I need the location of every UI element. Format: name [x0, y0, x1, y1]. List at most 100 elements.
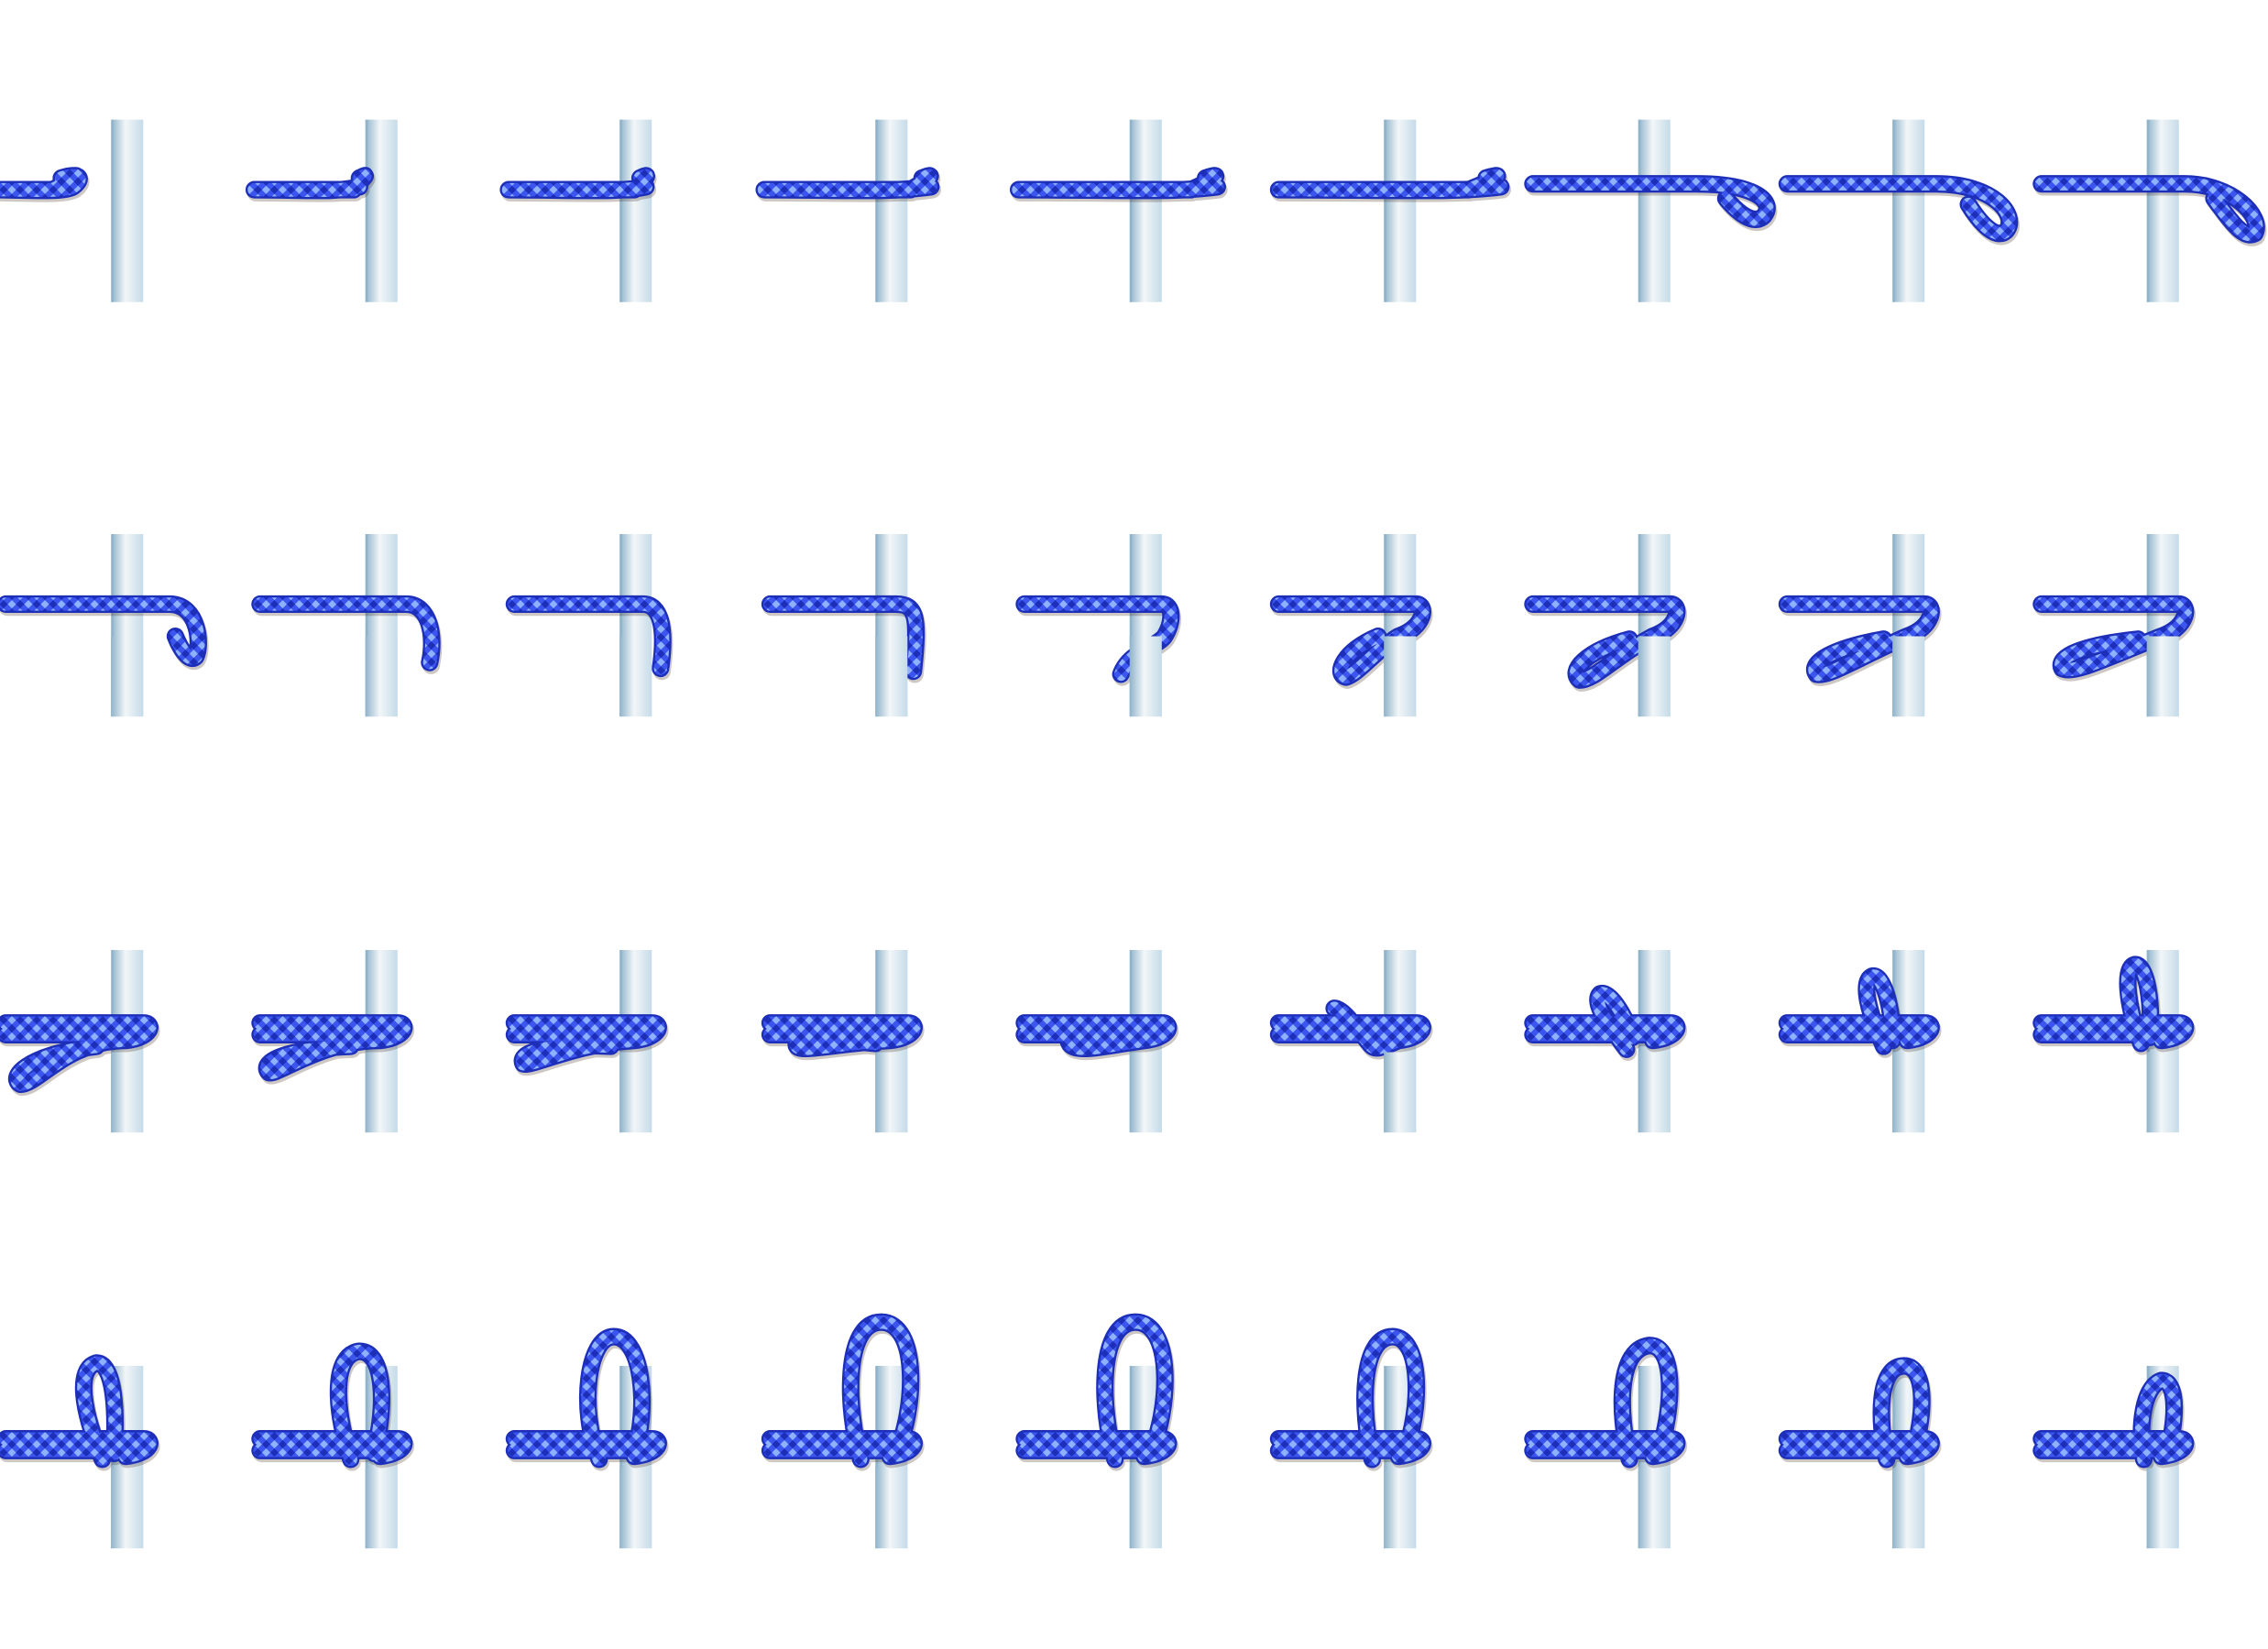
knot-frame-25	[1524, 949, 1687, 1133]
rope	[1526, 177, 1774, 226]
knot-frame-5	[1009, 119, 1228, 302]
rope	[2034, 177, 2263, 242]
knot-frame-30	[505, 1327, 669, 1549]
pole	[1892, 119, 1925, 302]
rope	[508, 1329, 665, 1467]
pole	[619, 119, 652, 302]
rope	[0, 1016, 157, 1091]
rope	[763, 1316, 921, 1467]
knot-frame-26	[1778, 949, 1942, 1133]
pole-lower	[111, 636, 144, 717]
rope	[1780, 969, 1938, 1054]
knot-frame-8	[1778, 119, 2020, 302]
rope	[2034, 1373, 2192, 1467]
knot-frame-16	[1524, 534, 1687, 717]
knot-frame-14	[1015, 534, 1181, 717]
rope	[1272, 597, 1430, 684]
rope	[508, 1016, 665, 1071]
knot-frame-27	[2032, 949, 2196, 1133]
knot-frame-28	[0, 1354, 160, 1549]
rope	[247, 169, 372, 198]
rope	[1017, 1016, 1175, 1055]
pole	[1384, 119, 1417, 302]
knot-frame-7	[1524, 119, 1778, 302]
knot-frame-12	[505, 534, 674, 717]
knot-frame-24	[1269, 949, 1433, 1133]
knot-frame-34	[1524, 1337, 1687, 1549]
knot-frame-4	[755, 119, 941, 302]
rope	[2034, 957, 2192, 1051]
pole-lower	[365, 636, 398, 717]
knot-frame-6	[1269, 119, 1511, 302]
knot-frame-21	[505, 949, 669, 1133]
pole	[875, 119, 908, 302]
pole-lower	[1384, 1052, 1417, 1133]
rope	[1017, 1316, 1175, 1467]
rope	[1272, 1001, 1430, 1054]
rope	[1780, 1359, 1938, 1467]
pole-lower	[1892, 636, 1925, 717]
rope	[0, 597, 205, 665]
knot-frame-33	[1269, 1327, 1433, 1549]
pole-lower	[875, 1468, 908, 1549]
rope	[1780, 597, 1938, 682]
pole-lower	[111, 1468, 144, 1549]
pole-lower	[1384, 1468, 1417, 1549]
knot-frame-18	[2032, 534, 2196, 717]
rope	[253, 1016, 411, 1079]
knot-frame-15	[1269, 534, 1433, 717]
pole-lower	[619, 1468, 652, 1549]
rope	[253, 1344, 411, 1467]
knot-frame-20	[251, 949, 414, 1133]
knot-frame-17	[1778, 534, 1942, 717]
knot-frame-31	[761, 1313, 925, 1549]
pole-lower	[1129, 1052, 1162, 1133]
pole-lower	[2146, 636, 2179, 717]
pole-lower	[365, 1468, 398, 1549]
pole-lower	[1638, 636, 1671, 717]
knot-frame-29	[251, 1342, 414, 1549]
rope	[1272, 169, 1507, 198]
pole-lower	[875, 636, 908, 717]
pole-lower	[1129, 636, 1162, 717]
rope	[1526, 987, 1683, 1056]
pole-lower	[2146, 1052, 2179, 1133]
rope	[501, 169, 653, 198]
rope	[2034, 597, 2192, 677]
knot-frame-2	[245, 119, 398, 302]
rope	[763, 597, 923, 678]
pole	[111, 119, 144, 302]
knot-frame-9	[2032, 119, 2267, 302]
rope	[0, 1356, 157, 1467]
rope	[508, 597, 670, 675]
knot-frame-13	[761, 534, 926, 717]
rope	[1526, 1338, 1683, 1467]
pole-lower	[1892, 1468, 1925, 1549]
knot-frame-10	[0, 534, 209, 717]
rope	[1012, 169, 1224, 198]
pole-lower	[619, 1052, 652, 1133]
knot-frame-3	[499, 119, 657, 302]
rope	[253, 597, 439, 670]
rope	[1526, 597, 1684, 687]
rope	[1272, 1329, 1430, 1467]
pole-lower	[619, 636, 652, 717]
knot-frame-19	[0, 949, 160, 1133]
pole-lower	[365, 1052, 398, 1133]
pole	[1129, 119, 1162, 302]
knot-frame-32	[1015, 1313, 1178, 1549]
knot-frame-23	[1015, 949, 1178, 1133]
pole-lower	[2146, 1468, 2179, 1549]
pole	[1638, 119, 1671, 302]
rope	[763, 1016, 921, 1055]
rope	[0, 169, 86, 198]
knot-frame-36	[2032, 1365, 2196, 1549]
rope	[1780, 177, 2016, 240]
pole-lower	[1129, 1468, 1162, 1549]
pole-lower	[1384, 636, 1417, 717]
pole-lower	[111, 1052, 144, 1133]
pole-lower	[875, 1052, 908, 1133]
pole-lower	[1638, 1052, 1671, 1133]
pole	[365, 119, 398, 302]
